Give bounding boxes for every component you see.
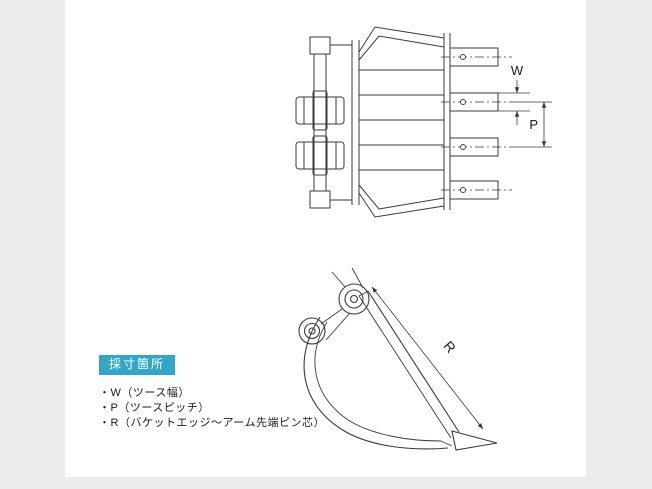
dimension-w xyxy=(498,80,530,125)
dimension-r-label: R xyxy=(440,338,459,356)
measurement-label-text: 採寸箇所 xyxy=(109,357,166,371)
legend: ・W（ツース幅） ・P（ツースピッチ） ・R（バケットエッジ～アーム先端ピン芯） xyxy=(99,386,325,431)
dimension-r xyxy=(371,286,484,430)
legend-item-p: ・P（ツースピッチ） xyxy=(99,402,210,414)
dimension-p-label: P xyxy=(529,117,538,132)
legend-item-w: ・W（ツース幅） xyxy=(99,387,190,399)
dimension-w-label: W xyxy=(511,63,524,78)
measurement-label-box: 採寸箇所 xyxy=(99,355,176,375)
bucket-side-view-drawing xyxy=(298,267,498,451)
legend-item-r: ・R（バケットエッジ～アーム先端ピン芯） xyxy=(99,417,325,429)
dimension-p xyxy=(512,101,552,148)
bucket-top-view-drawing xyxy=(295,26,512,218)
